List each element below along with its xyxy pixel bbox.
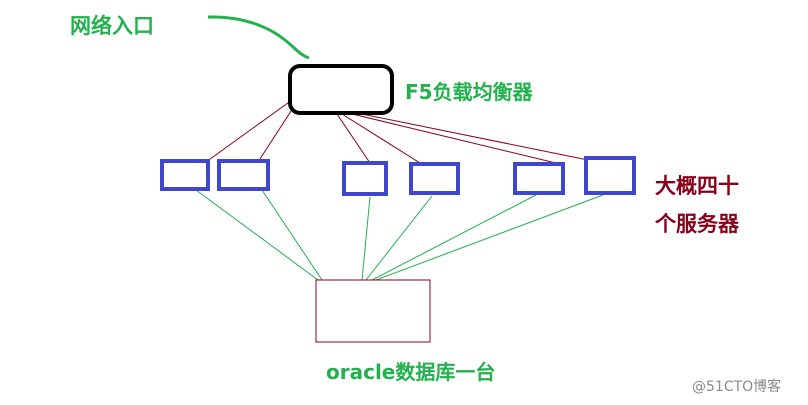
link-server-3-db [361,196,371,281]
link-server-2-db [261,189,323,281]
server-db-links [195,189,604,281]
link-balancer-server-2 [257,104,296,163]
servers-label-line2: 个服务器 [655,212,739,236]
server-box-2 [217,159,270,191]
server-box-4 [409,162,460,195]
link-server-1-db [195,189,319,281]
link-server-6-db [375,194,604,281]
f5-balancer-label: F5负载均衡器 [405,80,533,104]
server-box-1 [160,159,210,191]
oracle-db-box [315,279,431,343]
network-entry-label: 网络入口 [70,14,154,38]
server-boxes [160,156,636,196]
link-server-4-db [365,195,433,281]
link-server-5-db [371,194,537,281]
balancer-server-links [205,99,589,165]
link-balancer-server-3 [336,113,371,164]
server-box-5 [513,162,565,195]
servers-label-line1: 大概四十 [655,174,739,198]
server-box-3 [342,161,388,196]
f5-balancer-box [288,64,394,115]
link-balancer-server-1 [205,99,293,163]
link-balancer-server-4 [341,113,421,164]
link-balancer-server-5 [347,112,561,165]
link-balancer-server-6 [351,111,589,161]
server-box-6 [584,156,636,195]
oracle-db-label: oracle数据库一台 [326,360,496,384]
network-entry-curve [207,15,310,60]
watermark: @51CTO博客 [692,379,782,395]
